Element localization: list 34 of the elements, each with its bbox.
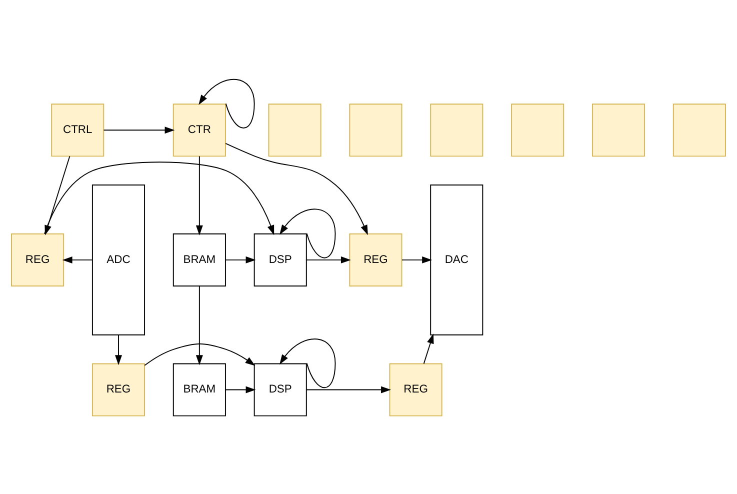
arrow <box>225 256 256 263</box>
arrow <box>225 386 256 393</box>
node-box: CTRL <box>51 103 104 156</box>
arrow <box>103 126 175 134</box>
arrow <box>280 338 336 388</box>
node-box <box>268 103 322 156</box>
node-box <box>511 103 564 156</box>
node-box: CTR <box>172 103 226 156</box>
node-box: DSP <box>254 232 307 286</box>
arrow <box>280 208 336 258</box>
arrow <box>306 256 351 263</box>
arrow <box>144 342 256 366</box>
arrow <box>198 78 255 128</box>
arrow <box>196 285 203 365</box>
node-box: REG <box>92 362 146 416</box>
node-box <box>672 103 726 156</box>
node-box: REG <box>11 232 64 286</box>
node-box: BRAM <box>172 362 226 416</box>
arrow <box>196 155 203 235</box>
arrow <box>306 386 391 393</box>
node-box <box>349 103 402 156</box>
node-box <box>592 103 646 156</box>
node-box: DAC <box>430 184 484 335</box>
node-box: DSP <box>254 362 307 416</box>
node-box: ADC <box>92 184 146 335</box>
node-box: REG <box>389 362 442 416</box>
node-box: BRAM <box>172 232 226 286</box>
arrow <box>225 142 368 235</box>
arrow <box>115 334 122 365</box>
node-box: REG <box>349 232 402 286</box>
arrow <box>423 333 434 364</box>
node-box <box>430 103 484 156</box>
arrow <box>62 256 93 263</box>
arrow <box>401 256 432 263</box>
